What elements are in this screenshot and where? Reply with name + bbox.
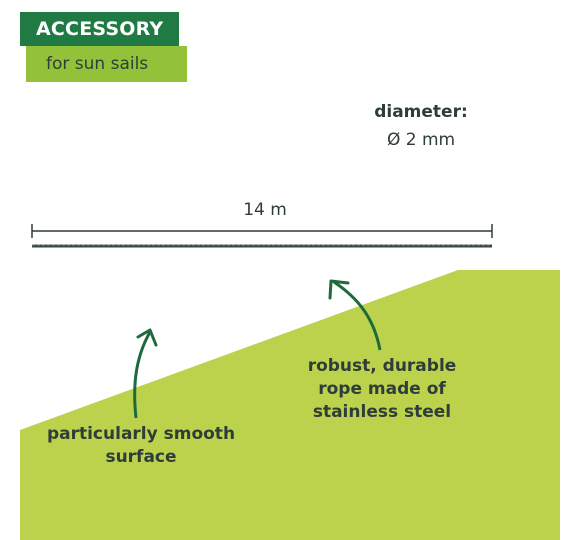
callout-stainless-steel: robust, durable rope made of stainless s… [307, 356, 457, 422]
diameter-value: Ø 2 mm [386, 130, 456, 150]
arrow-steel-rope-head [328, 279, 350, 300]
arrow-smooth-surface [133, 331, 152, 419]
callout-smooth-surface: particularly smooth surface [46, 424, 236, 467]
green-slope-background [20, 270, 560, 540]
arrow-steel-rope [333, 280, 382, 351]
arrow-smooth-surface-head [136, 328, 158, 347]
accessory-badge: ACCESSORY [20, 12, 180, 46]
length-label: 14 m [243, 200, 287, 220]
accessory-subtitle-badge: for sun sails [26, 46, 187, 82]
diameter-label: diameter: [374, 102, 468, 122]
